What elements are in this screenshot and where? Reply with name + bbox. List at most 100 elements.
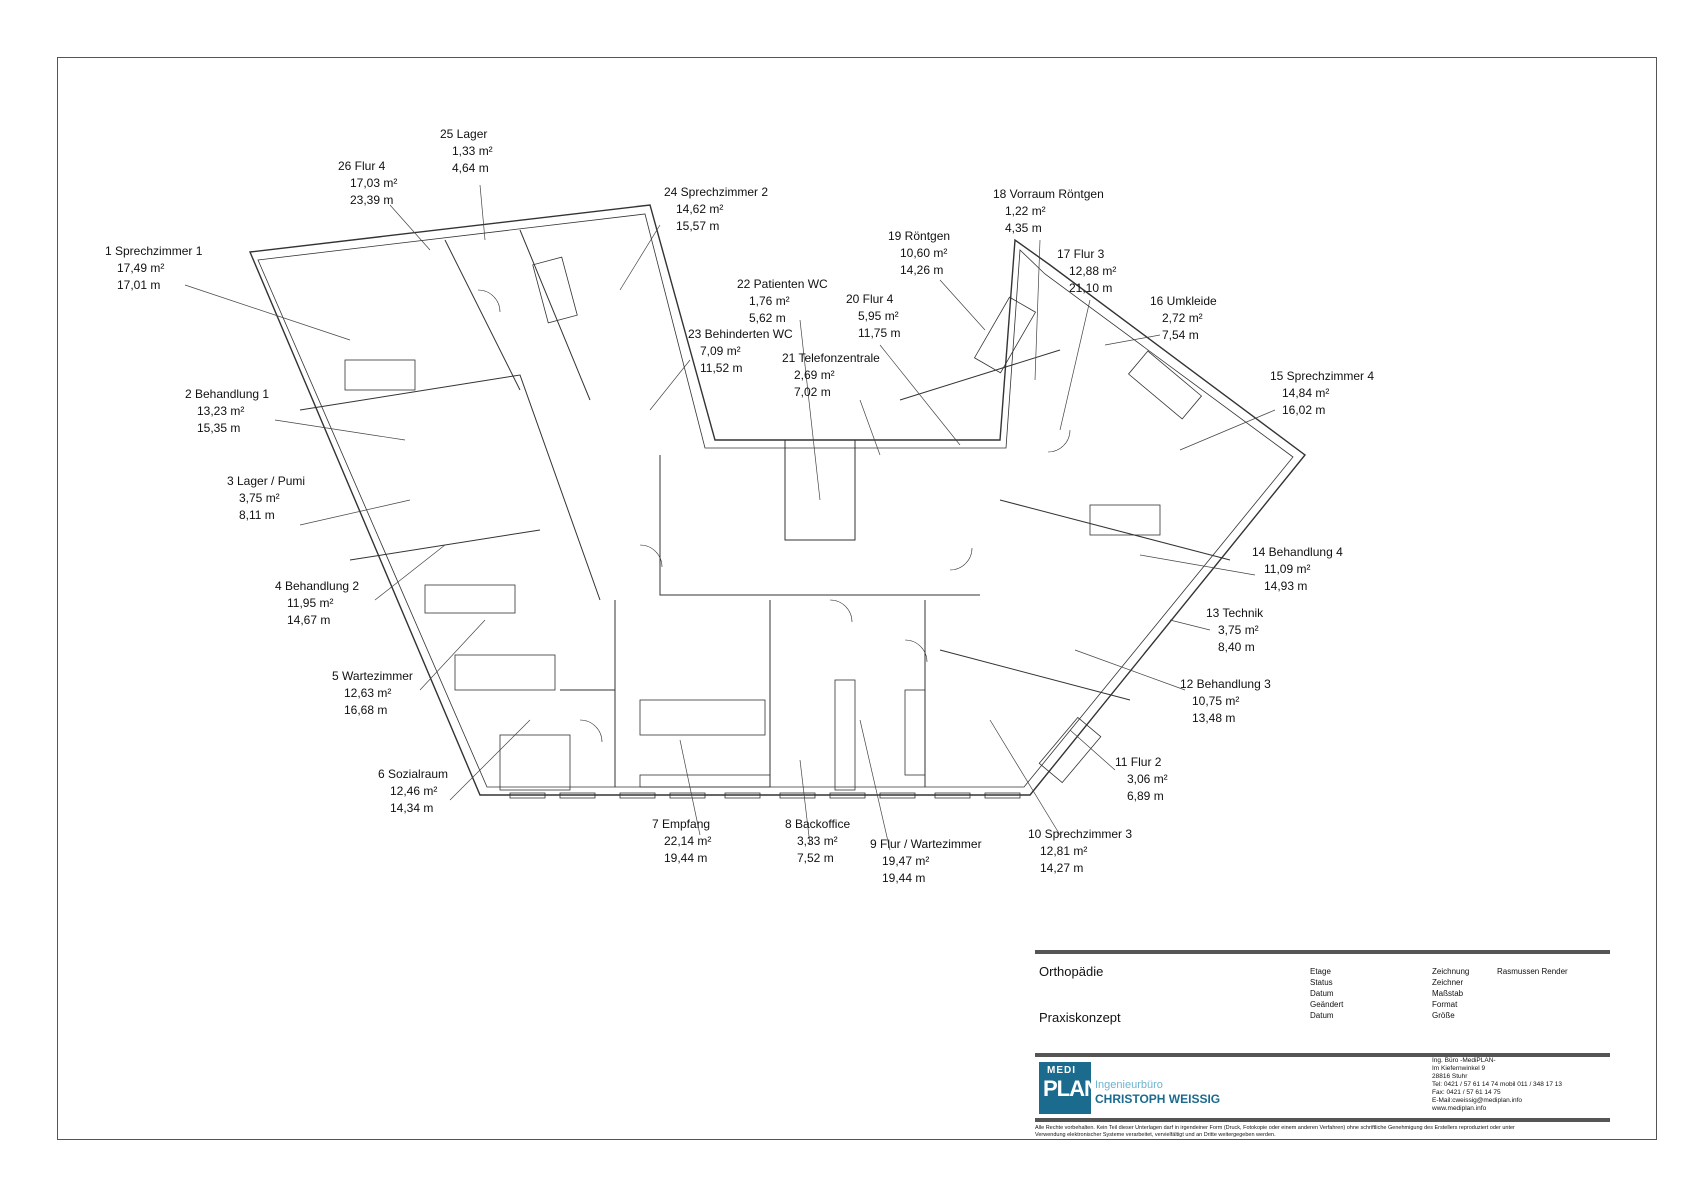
room-area: 3,75 m²: [1218, 623, 1259, 637]
room-area: 14,84 m²: [1282, 386, 1329, 400]
logo-medi-text: MEDI: [1047, 1065, 1076, 1076]
room-area: 10,75 m²: [1192, 694, 1239, 708]
room-name: 6 Sozialraum: [378, 767, 448, 781]
company-line-1: Ingenieurbüro: [1095, 1079, 1163, 1091]
inner-wall-left-wing: [299, 374, 601, 601]
room-area: 13,23 m²: [197, 404, 244, 418]
room-name: 21 Telefonzentrale: [782, 351, 880, 365]
room-name: 14 Behandlung 4: [1252, 545, 1343, 559]
title-block-middle-rule: [1035, 1053, 1610, 1057]
address-line: Fax: 0421 / 57 61 14 75: [1432, 1089, 1501, 1096]
room-area: 14,62 m²: [676, 202, 723, 216]
room-area: 11,95 m²: [287, 596, 333, 610]
title-field-label: Maßstab: [1432, 989, 1464, 998]
room-name: 26 Flur 4: [338, 159, 386, 173]
room-area: 12,81 m²: [1040, 844, 1087, 858]
room-perimeter: 7,02 m: [794, 385, 831, 399]
title-field-label: Datum: [1310, 989, 1334, 998]
room-area: 11,09 m²: [1264, 562, 1310, 576]
room-area: 1,33 m²: [452, 144, 493, 158]
inner-wall-top-wing-2: [519, 229, 591, 401]
room-name: 18 Vorraum Röntgen: [993, 187, 1104, 201]
title-field-label: Geändert: [1310, 1000, 1344, 1009]
building-outline: [248, 204, 1307, 796]
room-area: 2,72 m²: [1162, 311, 1203, 325]
furniture: [344, 256, 1203, 791]
project-title: Orthopädie: [1039, 964, 1104, 979]
inner-wall-top-wing: [444, 239, 521, 391]
room-name: 4 Behandlung 2: [275, 579, 359, 593]
room-area: 10,60 m²: [900, 246, 947, 260]
room-label: 14 Behandlung 4 11,09 m² 14,93 m: [1252, 545, 1343, 593]
title-field-label: Format: [1432, 1000, 1458, 1009]
room-perimeter: 19,44 m: [664, 851, 707, 865]
room-name: 7 Empfang: [652, 817, 710, 831]
room-perimeter: 5,62 m: [749, 311, 786, 325]
room-area: 1,22 m²: [1005, 204, 1046, 218]
room-name: 8 Backoffice: [785, 817, 850, 831]
room-label: 20 Flur 4 5,95 m² 11,75 m: [846, 292, 900, 340]
title-field-label: Zeichnung: [1432, 967, 1470, 976]
room-perimeter: 11,75 m: [858, 326, 900, 340]
room-name: 15 Sprechzimmer 4: [1270, 369, 1374, 383]
room-name: 17 Flur 3: [1057, 247, 1105, 261]
room-name: 5 Wartezimmer: [332, 669, 413, 683]
room-perimeter: 14,93 m: [1264, 579, 1307, 593]
project-subtitle: Praxiskonzept: [1039, 1010, 1121, 1025]
copyright-disclaimer: Alle Rechte vorbehalten. Kein Teil diese…: [1035, 1125, 1615, 1139]
inner-wall-right-wing: [899, 349, 1061, 401]
room-perimeter: 13,48 m: [1192, 711, 1235, 725]
leader-lines: [184, 184, 1276, 851]
room-area: 12,63 m²: [344, 686, 391, 700]
room-name: 16 Umkleide: [1150, 294, 1217, 308]
title-field-label: Status: [1310, 978, 1333, 987]
room-name: 20 Flur 4: [846, 292, 894, 306]
room-area: 7,09 m²: [700, 344, 741, 358]
mediplan-logo: MEDI PLAN: [1039, 1062, 1100, 1114]
address-line: E-Mail:cweissig@mediplan.info: [1432, 1097, 1523, 1104]
room-label: 18 Vorraum Röntgen 1,22 m² 4,35 m: [993, 187, 1104, 235]
room-name: 9 Flur / Wartezimmer: [870, 837, 982, 851]
drawing-value: Rasmussen Render: [1497, 967, 1568, 976]
room-perimeter: 14,27 m: [1040, 861, 1083, 875]
room-perimeter: 11,52 m: [700, 361, 742, 375]
room-name: 23 Behinderten WC: [688, 327, 793, 341]
room-perimeter: 8,40 m: [1218, 640, 1255, 654]
room-perimeter: 6,89 m: [1127, 789, 1164, 803]
room-perimeter: 7,52 m: [797, 851, 834, 865]
room-name: 12 Behandlung 3: [1180, 677, 1271, 691]
room-area: 17,03 m²: [350, 176, 397, 190]
address-line: 28816 Stuhr: [1432, 1073, 1468, 1080]
room-perimeter: 17,01 m: [117, 278, 160, 292]
room-name: 10 Sprechzimmer 3: [1028, 827, 1132, 841]
room-area: 5,95 m²: [858, 309, 899, 323]
door-swings: [477, 289, 1071, 743]
room-perimeter: 4,35 m: [1005, 221, 1042, 235]
room-perimeter: 15,35 m: [197, 421, 240, 435]
title-field-label: Größe: [1432, 1011, 1455, 1020]
room-label: 16 Umkleide 2,72 m² 7,54 m: [1150, 294, 1217, 342]
windows-bottom: [509, 792, 1021, 799]
title-block-top-rule: [1035, 950, 1610, 954]
logo-plan-text: PLAN: [1043, 1076, 1100, 1101]
room-area: 3,75 m²: [239, 491, 280, 505]
room-perimeter: 8,11 m: [239, 508, 275, 522]
disclaimer-line: Alle Rechte vorbehalten. Kein Teil diese…: [1035, 1125, 1515, 1131]
room-perimeter: 16,68 m: [344, 703, 387, 717]
room-perimeter: 7,54 m: [1162, 328, 1199, 342]
room-area: 2,69 m²: [794, 368, 835, 382]
room-area: 17,49 m²: [117, 261, 164, 275]
